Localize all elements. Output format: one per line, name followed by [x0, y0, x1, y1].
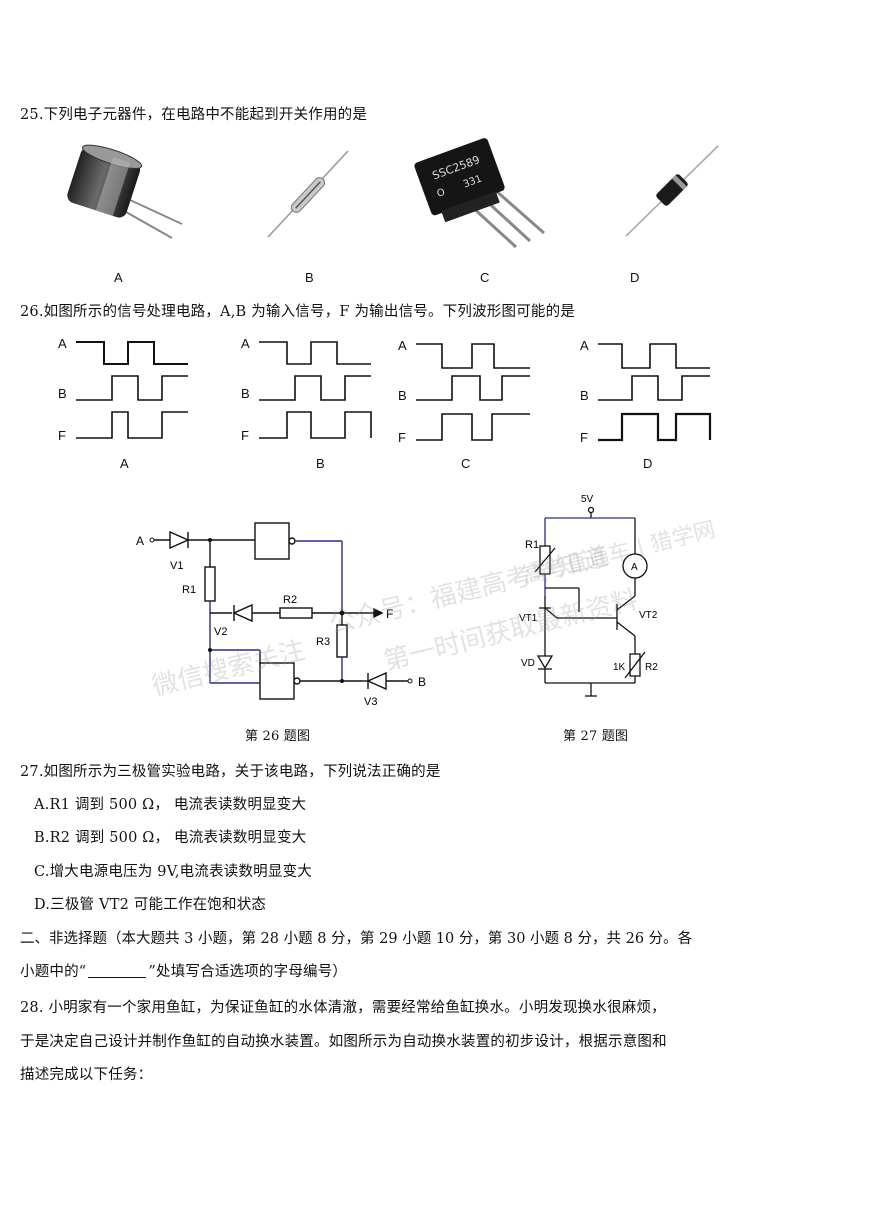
q26-circuit-diagram: A B F V1 V2 V3 R1 R2 R3 [136, 522, 426, 708]
q27-option-d: D.三极管 VT2 可能工作在饱和状态 [34, 897, 267, 913]
wave-c-label-a: A [398, 338, 407, 353]
q25-option-c: C [480, 270, 490, 285]
q27-supply-label: 5V [581, 494, 594, 505]
wave-d-label-f: F [580, 430, 588, 445]
q26-figure-caption: 第 26 题图 [245, 729, 311, 744]
transistor-image: SSC2589 O 331 [414, 138, 545, 249]
wave-option-a: A [120, 456, 129, 471]
wave-b-label-a: A [241, 336, 250, 351]
transistor-marking-2: O [436, 187, 447, 200]
wave-d-label-b: B [580, 388, 589, 403]
q27-r2-value: 1K [613, 662, 626, 673]
circuit-label-v2: V2 [214, 626, 227, 638]
q27-circuit-diagram: 5V R1 VT1 VT2 VD 1K R2 A [519, 494, 658, 697]
circuit-label-v3: V3 [364, 696, 377, 708]
q27-figure-caption: 第 27 题图 [563, 729, 629, 744]
q28-line-3: 描述完成以下任务： [20, 1067, 153, 1083]
q27-vd-label: VD [521, 658, 535, 669]
section2-line-2-post: ”处填写合适选项的字母编号） [148, 964, 348, 980]
circuit-label-r2: R2 [283, 594, 297, 606]
wave-b-label-f: F [241, 428, 249, 443]
q27-r1-label: R1 [525, 539, 539, 551]
wave-c-label-b: B [398, 388, 407, 403]
wave-d-label-a: A [580, 338, 589, 353]
q25-stem: 25.下列电子元器件，在电路中不能起到开关作用的是 [20, 107, 368, 123]
wave-c-label-f: F [398, 430, 406, 445]
waveform-option-a [76, 341, 188, 439]
ammeter-icon: A [631, 562, 638, 573]
q27-option-a: A.R1 调到 500 Ω， 电流表读数明显变大 [34, 797, 307, 813]
q27-vt2-label: VT2 [639, 610, 658, 621]
circuit-label-r1: R1 [182, 584, 196, 596]
section2-line-2: 小题中的“ ”处填写合适选项的字母编号） [20, 960, 347, 981]
q25-option-d: D [630, 270, 640, 285]
wave-a-label-a: A [58, 336, 67, 351]
circuit-label-b: B [418, 675, 426, 689]
wave-b-label-b: B [241, 386, 250, 401]
q27-r2-label: R2 [645, 662, 658, 673]
q25-option-b: B [305, 270, 314, 285]
capacitor-image [67, 144, 183, 239]
waveform-option-d [598, 343, 712, 442]
diode-image [625, 145, 719, 237]
reed-switch-image [267, 150, 349, 238]
wave-option-b: B [316, 456, 325, 471]
q28-line-2: 于是决定自己设计并制作鱼缸的自动换水装置。如图所示为自动换水装置的初步设计，根据… [20, 1034, 667, 1050]
q27-stem: 27.如图所示为三极管实验电路，关于该电路，下列说法正确的是 [20, 764, 441, 780]
wave-option-c: C [461, 456, 471, 471]
q27-option-b: B.R2 调到 500 Ω， 电流表读数明显变大 [34, 830, 307, 846]
q28-line-1: 28. 小明家有一个家用鱼缸，为保证鱼缸的水体清澈，需要经常给鱼缸换水。小明发现… [20, 1000, 666, 1016]
circuit-label-v1: V1 [170, 560, 183, 572]
wave-a-label-b: B [58, 386, 67, 401]
answer-blank [88, 965, 147, 978]
circuit-label-f: F [386, 607, 393, 621]
q26-stem: 26.如图所示的信号处理电路，A,B 为输入信号，F 为输出信号。下列波形图可能… [20, 304, 575, 320]
wave-option-d: D [643, 456, 653, 471]
waveform-option-b [259, 341, 372, 439]
circuit-label-a: A [136, 534, 144, 548]
waveform-option-c [416, 343, 530, 441]
q25-option-a: A [114, 270, 123, 285]
wave-a-label-f: F [58, 428, 66, 443]
section2-line-1: 二、非选择题（本大题共 3 小题，第 28 小题 8 分，第 29 小题 10 … [20, 931, 693, 947]
circuit-label-r3: R3 [316, 636, 330, 648]
section2-line-2-pre: 小题中的“ [20, 964, 87, 980]
q27-vt1-label: VT1 [519, 613, 538, 624]
q27-option-c: C.增大电源电压为 9V,电流表读数明显变大 [34, 864, 312, 880]
